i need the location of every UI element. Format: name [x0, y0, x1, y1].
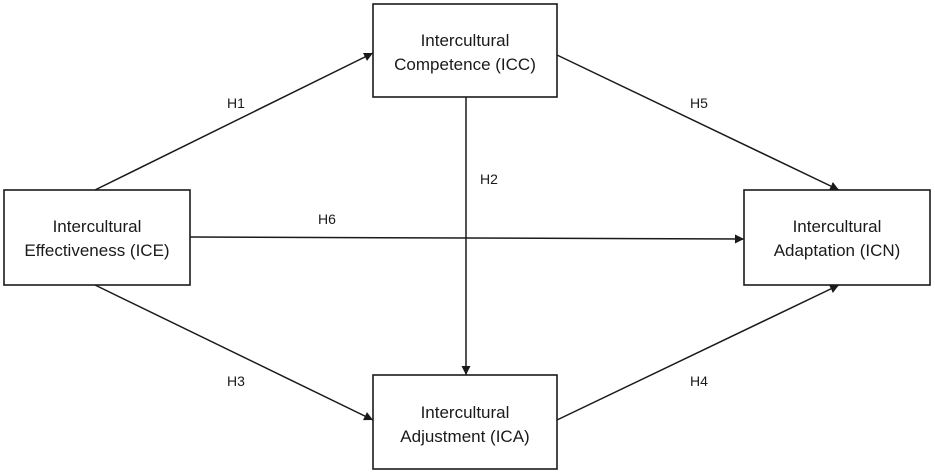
edge-h3-label: H3 — [227, 373, 245, 389]
node-icn-box — [743, 189, 931, 286]
edge-h2-label: H2 — [480, 171, 498, 187]
edge-h3-line — [94, 284, 374, 421]
edge-h1-label: H1 — [227, 95, 245, 111]
node-icn: Intercultural Adaptation (ICN) — [743, 189, 931, 286]
node-ica-line1: Intercultural — [421, 403, 510, 422]
node-ice-box — [3, 189, 191, 286]
node-ice: Intercultural Effectiveness (ICE) — [3, 189, 191, 286]
edge-h5-label: H5 — [690, 95, 708, 111]
node-icc-line2: Competence (ICC) — [394, 55, 536, 74]
node-ica: Intercultural Adjustment (ICA) — [372, 374, 558, 470]
edge-h4-line — [556, 284, 840, 421]
edge-h4-label: H4 — [690, 373, 708, 389]
edge-h6-line — [189, 234, 745, 244]
node-ica-line2: Adjustment (ICA) — [400, 427, 529, 446]
node-ice-line1: Intercultural — [53, 217, 142, 236]
node-icc-box — [372, 3, 558, 98]
node-ice-line2: Effectiveness (ICE) — [24, 241, 169, 260]
node-ica-box — [372, 374, 558, 470]
edge-h5-line — [556, 54, 840, 191]
node-icc: Intercultural Competence (ICC) — [372, 3, 558, 98]
node-icn-line1: Intercultural — [793, 217, 882, 236]
edge-h6-label: H6 — [318, 211, 336, 227]
edge-h1-line — [94, 52, 374, 191]
node-icc-line1: Intercultural — [421, 31, 510, 50]
node-icn-line2: Adaptation (ICN) — [774, 241, 901, 260]
